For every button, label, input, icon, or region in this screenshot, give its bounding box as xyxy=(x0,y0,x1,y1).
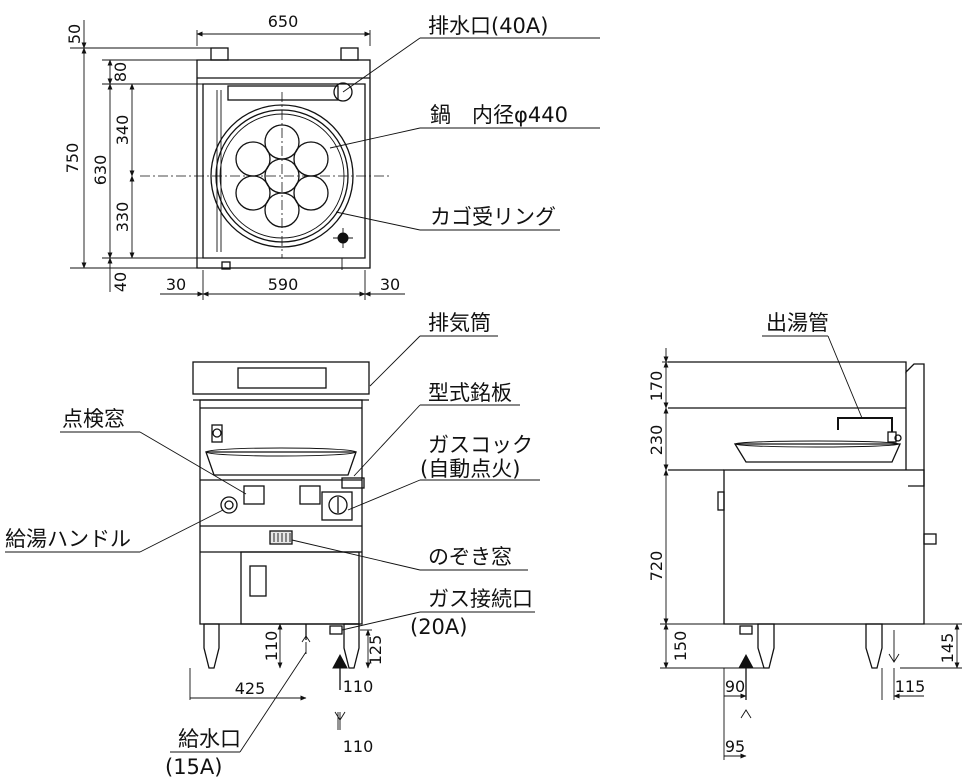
label-water-handle: 給湯ハンドル xyxy=(5,527,131,551)
peep-window xyxy=(269,530,293,545)
dim-h50: 50 xyxy=(65,24,84,44)
label-water-inlet-size: (15A) xyxy=(165,755,222,779)
dim-115: 115 xyxy=(895,677,926,696)
top-view-outline xyxy=(196,59,371,269)
dim-150: 150 xyxy=(671,631,690,662)
drain-port-icon xyxy=(333,82,353,102)
dim-230: 230 xyxy=(647,425,666,456)
front-view: 425 110 125 110 110 排気筒 型式銘板 点検窓 ガスコック (… xyxy=(5,311,540,779)
dim-h750: 750 xyxy=(63,143,82,174)
dim-h80: 80 xyxy=(111,62,130,82)
dim-margin-left: 30 xyxy=(166,275,186,294)
label-drain: 排水口(40A) xyxy=(428,14,548,38)
dim-front-110-b: 110 xyxy=(343,737,374,756)
dim-145: 145 xyxy=(938,633,957,664)
label-gas-cock: ガスコック xyxy=(428,433,533,457)
label-inspection-window: 点検窓 xyxy=(62,407,125,431)
dim-90: 90 xyxy=(725,677,745,696)
gas-cock-knob xyxy=(328,495,348,515)
label-gas-inlet-size: (20A) xyxy=(410,615,467,639)
dim-95: 95 xyxy=(725,737,745,756)
side-body xyxy=(723,469,925,625)
label-nameplate: 型式銘板 xyxy=(428,381,512,405)
inspection-window xyxy=(243,485,265,505)
label-gas-inlet: ガス接続口 xyxy=(428,587,533,611)
dim-width-590: 590 xyxy=(268,275,299,294)
dim-h40: 40 xyxy=(111,272,130,292)
dim-170: 170 xyxy=(647,371,666,402)
label-gas-cock-sub: (自動点火) xyxy=(420,457,520,481)
label-peep-window: のぞき窓 xyxy=(428,545,512,569)
top-view: 650 590 30 30 50 750 80 630 340 330 40 排… xyxy=(63,12,600,300)
label-exhaust: 排気筒 xyxy=(428,311,491,335)
label-water-inlet: 給水口 xyxy=(178,727,241,751)
dim-margin-right: 30 xyxy=(380,275,400,294)
dim-width-650: 650 xyxy=(268,12,299,31)
dim-425: 425 xyxy=(235,679,266,698)
dim-720: 720 xyxy=(647,551,666,582)
label-pot: 鍋 内径φ440 xyxy=(430,103,568,127)
dim-h630: 630 xyxy=(91,155,110,186)
side-view: 170 230 720 150 145 90 115 95 出湯管 xyxy=(647,311,962,760)
water-handle xyxy=(220,496,238,514)
dim-front-110-left: 110 xyxy=(262,631,281,662)
dim-h330: 330 xyxy=(113,202,132,233)
dim-h340: 340 xyxy=(113,115,132,146)
label-hot-water-pipe: 出湯管 xyxy=(766,311,829,335)
dim-front-110-a: 110 xyxy=(343,677,374,696)
dim-125: 125 xyxy=(366,635,385,666)
label-basket-ring: カゴ受リング xyxy=(430,205,556,229)
